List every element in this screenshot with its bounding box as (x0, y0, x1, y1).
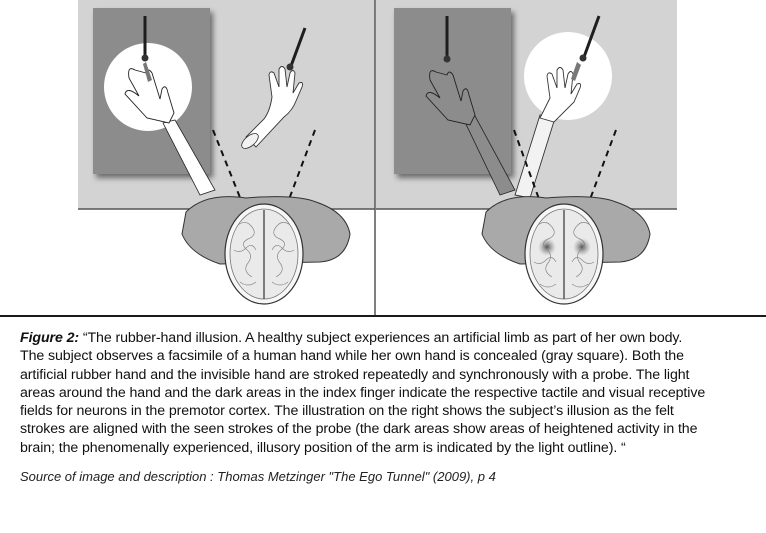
probe-tip (141, 54, 149, 62)
real-arm (162, 119, 216, 196)
figure-caption: Figure 2: “The rubber-hand illusion. A h… (20, 329, 755, 457)
caption-line: strokes are aligned with the seen stroke… (20, 421, 698, 438)
finger-receptive-field (571, 62, 581, 81)
caption-open-quote: “ (82, 330, 88, 346)
brain-activity-left (538, 238, 556, 256)
finger-receptive-field (143, 62, 152, 82)
caption-line: fields for neurons in the premotor corte… (20, 403, 674, 420)
brain-gyri (233, 222, 295, 286)
real-hand (124, 68, 175, 124)
illustration-svg (78, 0, 677, 316)
caption-line: areas around the hand and the dark areas… (20, 384, 706, 401)
probe-right (289, 27, 307, 67)
brain-gyri (533, 222, 595, 288)
caption-line: The subject observes a facsimile of a hu… (20, 348, 684, 365)
probe-right (582, 15, 601, 58)
figure-illustration (78, 0, 677, 316)
rubber-hand (245, 66, 304, 148)
rubber-hand-cuff (241, 133, 259, 149)
probe-tip (286, 63, 294, 71)
caption-line: Figure 2: “The rubber-hand illusion. A h… (20, 329, 755, 347)
sight-line-left (212, 129, 246, 211)
brain-activity-right (573, 238, 591, 256)
caption-line: artificial rubber hand and the invisible… (20, 366, 690, 383)
probe-tip (443, 55, 451, 63)
source-citation: Source of image and description : Thomas… (20, 469, 496, 484)
caption-line: brain; the phenomenally experienced, ill… (20, 439, 626, 456)
probe-tip (579, 54, 587, 62)
figure-label: Figure 2: (20, 330, 80, 346)
illusory-hand (539, 67, 582, 123)
left-panel (78, 0, 375, 305)
figure-bottom-rule (0, 315, 766, 317)
real-hand (425, 70, 476, 126)
caption-text: The rubber-hand illusion. A healthy subj… (87, 330, 683, 346)
right-panel (376, 0, 677, 305)
